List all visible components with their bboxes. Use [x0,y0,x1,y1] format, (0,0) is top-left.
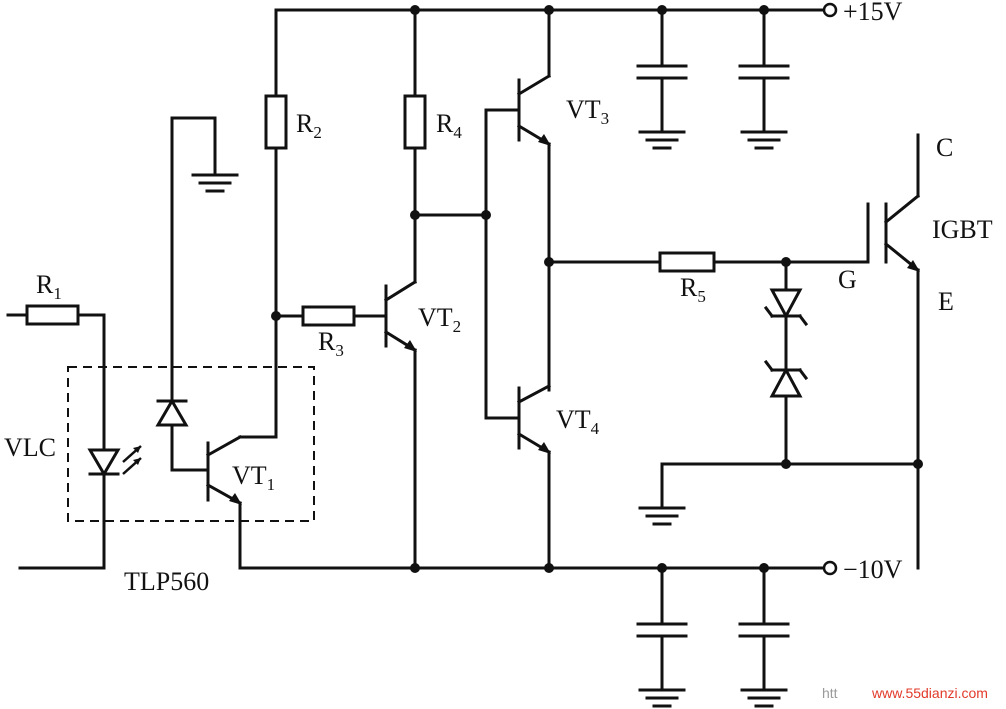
junction-dot [410,210,420,220]
junction-dot [657,5,667,15]
label-vt2: VT2 [418,303,461,336]
igbt [866,133,921,570]
r4-branch [413,8,488,217]
label-r2: R2 [296,109,322,142]
push-pull-base-bus [484,108,521,420]
junction-dot [913,459,923,469]
resistor-r2 [264,94,288,150]
capacitor-top-1 [636,8,688,150]
input-led [87,445,142,477]
negative-supply-terminal [822,560,838,576]
resistor-r1 [25,304,80,326]
transistor-vt4 [516,383,552,570]
emitter-ground-line [660,462,920,510]
junction-dot [544,257,554,267]
ground-symbol-1 [191,173,239,193]
junction-dot [544,563,554,573]
label-r1: R1 [36,270,62,303]
junction-dot [657,563,667,573]
watermark-prefix: htt [822,685,838,701]
junction-dot [759,5,769,15]
input-wire [6,313,106,570]
watermark-url: www.55dianzi.com [871,685,988,701]
label-emitter: E [938,287,954,316]
label-supply-positive: +15V [843,0,903,26]
resistor-r3 [301,305,356,327]
label-r5: R5 [680,273,706,306]
capacitor-top-2 [738,8,790,150]
junction-dot [759,563,769,573]
photodiode [155,116,217,472]
label-r3: R3 [318,327,344,360]
transistor-vt1 [205,434,278,570]
zener-clamp [763,260,809,466]
junction-dot [544,5,554,15]
r2-branch [274,146,305,439]
label-vlc: VLC [4,433,56,462]
label-collector: C [936,133,953,162]
label-r4: R4 [436,109,462,142]
label-igbt: IGBT [932,215,993,244]
junction-dot [410,563,420,573]
transistor-vt2 [352,146,418,570]
junction-dot [410,5,420,15]
capacitor-bottom-2 [738,566,790,708]
label-supply-negative: −10V [843,555,903,584]
junction-dot [271,311,281,321]
label-gate: G [838,265,857,294]
label-vt1: VT1 [232,461,275,494]
junction-dot [781,459,791,469]
junction-dot [481,210,491,220]
label-vt4: VT4 [556,405,600,438]
ground-symbol-2 [638,506,686,526]
positive-supply-terminal [822,2,838,18]
junction-dot [781,257,791,267]
resistor-r4 [403,94,427,150]
capacitor-bottom-1 [636,566,688,708]
label-vt3: VT3 [566,95,609,128]
label-tlp560: TLP560 [124,567,209,596]
tlp560-optocoupler-boundary [67,366,315,522]
resistor-r5 [658,251,716,273]
transistor-vt3 [516,8,552,392]
